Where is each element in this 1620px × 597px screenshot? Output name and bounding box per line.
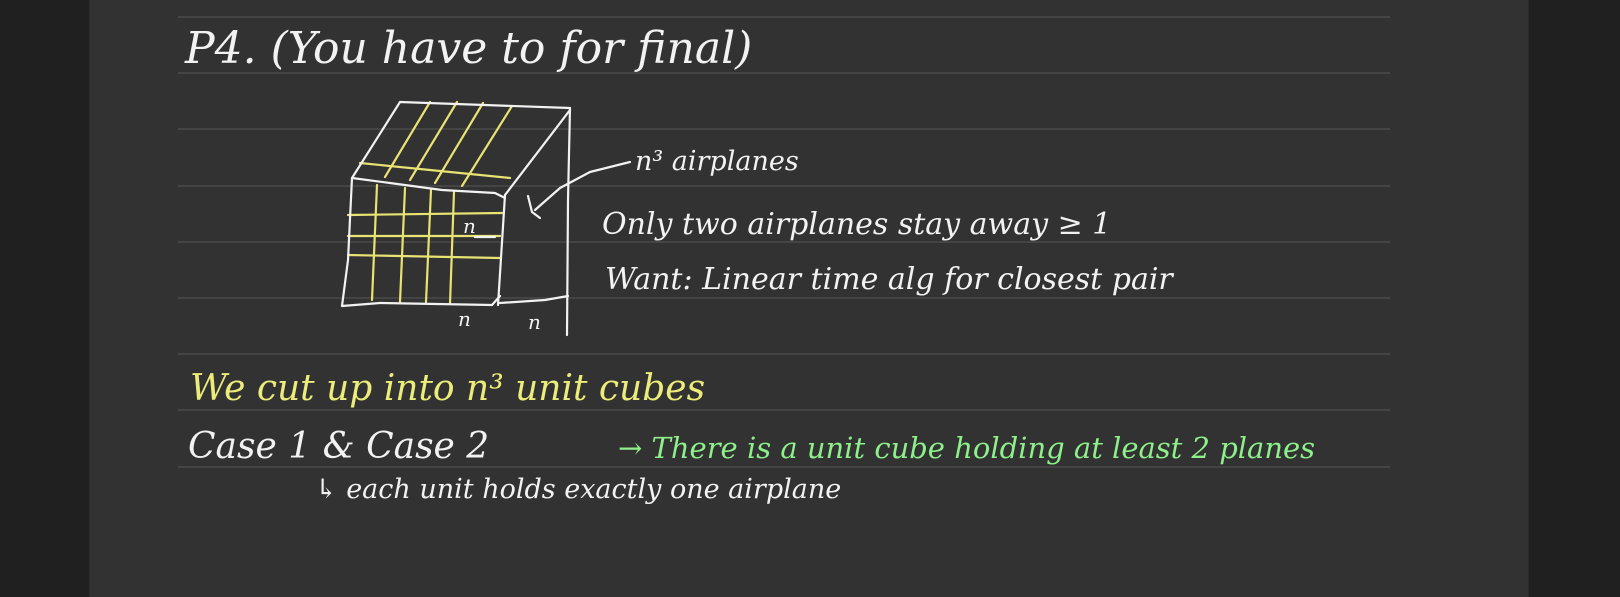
- cube-diagram: n n n: [340, 100, 632, 337]
- statement-only-two: Only two airplanes stay away ≥ 1: [602, 207, 1111, 242]
- airplanes-count-label: n³ airplanes: [635, 146, 799, 177]
- dimension-label-side: n: [463, 214, 476, 238]
- handwriting-sheet: P4. (You have to for final): [178, 16, 1390, 505]
- note-page: P4. (You have to for final): [90, 0, 1528, 597]
- statement-want: Want: Linear time alg for closest pair: [605, 262, 1174, 297]
- top-grid: [358, 100, 514, 188]
- note-cases: Case 1 & Case 2: [188, 426, 489, 467]
- note-cut-up: We cut up into n³ unit cubes: [190, 368, 705, 409]
- cube-edges: [340, 100, 572, 337]
- label-arrow: [526, 160, 632, 220]
- note-case1-result: ↳ each unit holds exactly one airplane: [315, 474, 841, 505]
- page-title: P4. (You have to for final): [184, 23, 752, 74]
- dimension-label-front: n: [458, 307, 471, 331]
- dimension-label-depth: n: [528, 310, 541, 334]
- front-grid: [346, 183, 504, 306]
- note-case2-result: → There is a unit cube holding at least …: [618, 431, 1315, 465]
- ruled-lines: [178, 16, 1390, 468]
